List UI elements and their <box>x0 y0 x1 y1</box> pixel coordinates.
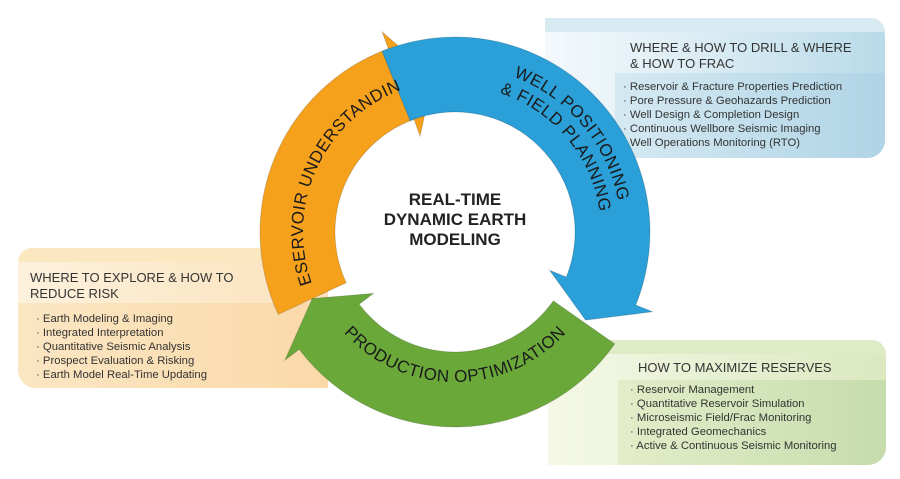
center-circle <box>337 114 573 350</box>
center-title: REAL-TIME DYNAMIC EARTH MODELING <box>370 190 540 250</box>
reserves-list: Reservoir Management Quantitative Reserv… <box>630 383 837 453</box>
list-item: Prospect Evaluation & Risking <box>36 354 207 368</box>
well-positioning-arrow <box>381 36 655 321</box>
list-item: Quantitative Seismic Analysis <box>36 340 207 354</box>
list-item: Quantitative Reservoir Simulation <box>630 397 837 411</box>
list-item: Reservoir & Fracture Properties Predicti… <box>623 80 842 94</box>
title-line: REDUCE RISK <box>30 286 119 301</box>
drill-panel-title: WHERE & HOW TO DRILL & WHERE& HOW TO FRA… <box>630 40 852 72</box>
reserves-panel-title: HOW TO MAXIMIZE RESERVES <box>638 360 832 375</box>
list-item: Well Design & Completion Design <box>623 108 842 122</box>
drill-panel: WHERE & HOW TO DRILL & WHERE& HOW TO FRA… <box>545 18 885 158</box>
panel-band <box>548 340 886 354</box>
title-line: WHERE & HOW TO DRILL & WHERE <box>630 40 852 55</box>
panel-band <box>18 248 328 262</box>
list-item: Pore Pressure & Geohazards Prediction <box>623 94 842 108</box>
list-item: Integrated Interpretation <box>36 326 207 340</box>
list-item: Integrated Geomechanics <box>630 425 837 439</box>
list-item: Earth Model Real-Time Updating <box>36 368 207 382</box>
reserves-panel: HOW TO MAXIMIZE RESERVES Reservoir Manag… <box>548 340 886 465</box>
list-item: Continuous Wellbore Seismic Imaging <box>623 122 842 136</box>
panel-band <box>545 18 885 32</box>
center-title-line: MODELING <box>409 230 501 249</box>
center-title-line: DYNAMIC EARTH <box>383 210 527 229</box>
center-title-line: REAL-TIME <box>408 190 502 209</box>
list-item: Earth Modeling & Imaging <box>36 312 207 326</box>
list-item: Well Operations Monitoring (RTO) <box>623 136 842 150</box>
drill-list: Reservoir & Fracture Properties Predicti… <box>623 80 842 150</box>
production-optimization-arrow <box>283 292 616 428</box>
list-item: Active & Continuous Seismic Monitoring <box>630 439 836 453</box>
title-line: WHERE TO EXPLORE & HOW TO <box>30 270 234 285</box>
title-line: & HOW TO FRAC <box>630 56 735 71</box>
list-item: Microseismic Field/Frac Monitoring <box>630 411 837 425</box>
list-item: Reservoir Management <box>630 383 837 397</box>
explore-list: Earth Modeling & Imaging Integrated Inte… <box>36 312 207 382</box>
